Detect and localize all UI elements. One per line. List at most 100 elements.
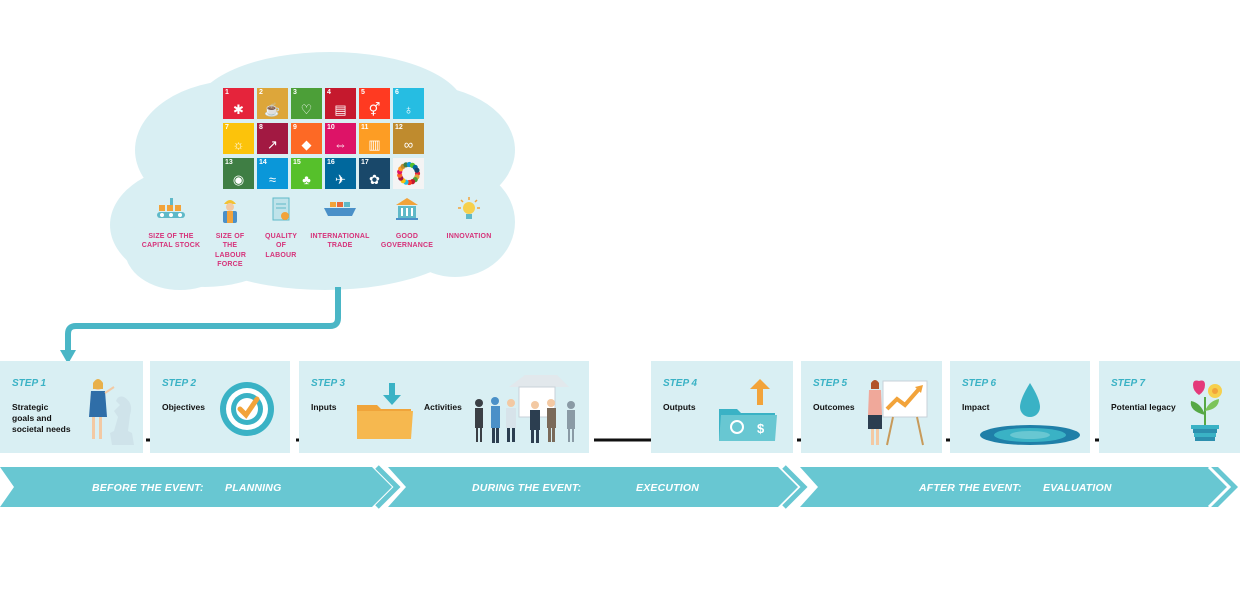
step-number: STEP 1 — [12, 378, 47, 389]
svg-text:$: $ — [757, 421, 765, 436]
sdg-tile-9: 9◆ — [291, 123, 322, 154]
sdg-tile-12: 12∞ — [393, 123, 424, 154]
factor-good-governance: GOOD GOVERNANCE — [370, 196, 444, 251]
plant-pot-icon — [1190, 380, 1222, 441]
sdg-tile-number: 1 — [225, 89, 229, 96]
step-title: Strategic goals and societal needs — [12, 402, 71, 434]
folder-upload-icon: $ — [719, 379, 777, 441]
step-number: STEP 6 — [962, 378, 997, 389]
step-title: Inputs — [311, 402, 337, 412]
businesswoman-chess-icon — [89, 379, 134, 445]
step-number: STEP 7 — [1111, 378, 1146, 389]
sdg-tile-icon: ✱ — [233, 102, 244, 117]
sdg-tile-icon: ✿ — [369, 172, 380, 187]
sdg-tile-5: 5⚥ — [359, 88, 390, 119]
sdg-wheel-tile — [393, 158, 424, 189]
sdg-tile-number: 17 — [361, 159, 369, 166]
sdg-tile-number: 13 — [225, 159, 233, 166]
phase-chevron-after — [800, 467, 1238, 507]
sdg-tile-icon: ⇔ — [334, 137, 347, 152]
sdg-tile-6: 6♁ — [393, 88, 424, 119]
factor-innovation: INNOVATION — [432, 196, 506, 241]
step-title: Impact — [962, 402, 990, 412]
sdg-tile-number: 2 — [259, 89, 263, 96]
step-title: Potential legacy — [1111, 402, 1176, 412]
sdg-tile-15: 15♣ — [291, 158, 322, 189]
presenter-chart-icon — [868, 380, 928, 446]
sdg-tile-icon: ≈ — [268, 172, 277, 187]
sdg-tile-13: 13 ◉ — [223, 158, 254, 189]
sdg-tile-icon: ☕ — [264, 102, 281, 117]
government-building-icon — [370, 196, 444, 226]
phase-before-label: BEFORE THE EVENT: — [92, 482, 204, 494]
step-4: STEP 4 Outputs $ — [651, 361, 793, 453]
phase-after-sub: EVALUATION — [1043, 482, 1112, 494]
sdg-tile-number: 15 — [293, 159, 301, 166]
factor-international-trade: INTERNATIONAL TRADE — [303, 196, 377, 251]
factor-label: GOOD GOVERNANCE — [380, 233, 434, 250]
phase-during-sub: EXECUTION — [636, 482, 700, 494]
step-1: STEP 1 Strategic goals and societal need… — [0, 361, 143, 453]
sdg-tile-17: 17✿ — [359, 158, 390, 189]
event-crowd-icon — [475, 375, 575, 443]
sdg-tile-2: 2☕ — [257, 88, 288, 119]
step-title: Outputs — [663, 402, 696, 412]
sdg-tile-number: 11 — [361, 124, 369, 131]
sdg-tile-number: 8 — [259, 124, 263, 131]
factor-labour-force: SIZE OF THE LABOUR FORCE — [193, 196, 267, 269]
certificate-icon — [244, 196, 318, 226]
sdg-tile-icon: ↗ — [267, 137, 278, 152]
sdg-tile-number: 6 — [395, 89, 399, 96]
sdg-tile-icon: ♡ — [300, 102, 313, 117]
folder-download-icon — [357, 383, 413, 439]
sdg-tile-number: 10 — [327, 124, 335, 131]
sdg-tile-icon: ♣ — [302, 172, 311, 187]
sdg-tile-icon: ☼ — [232, 137, 245, 152]
step-title: Objectives — [162, 402, 205, 412]
sdg-tile-icon: ✈ — [335, 172, 346, 187]
sdg-tile-4: 4▤ — [325, 88, 356, 119]
sdg-tile-icon: ◉ — [232, 172, 245, 187]
phase-before-sub: PLANNING — [225, 482, 282, 494]
sdg-tile-number: 5 — [361, 89, 365, 96]
step-number: STEP 2 — [162, 378, 197, 389]
sdg-tile-11: 11 ▥ — [359, 123, 390, 154]
sdg-grid: 1✱2☕3♡4▤5⚥6♁7☼8↗9◆10⇔11▥12∞13◉14≈15♣16✈1… — [223, 88, 425, 189]
cargo-ship-icon — [303, 196, 377, 226]
sdg-tile-number: 16 — [327, 159, 335, 166]
sdg-tile-icon: ▥ — [368, 137, 381, 152]
sdg-tile-14: 14≈ — [257, 158, 288, 189]
step-7: STEP 7 Potential legacy — [1099, 361, 1240, 453]
sdg-tile-10: 10 ⇔ — [325, 123, 356, 154]
step-3: STEP 3 Inputs Activities — [299, 361, 589, 453]
factor-quality-labour: QUALITY OF LABOUR — [244, 196, 318, 260]
sdg-tile-icon: ∞ — [403, 137, 414, 152]
phase-chevron-during — [388, 467, 798, 507]
sdg-tile-number: 14 — [259, 159, 267, 166]
sdg-tile-number: 9 — [293, 124, 297, 131]
step-number: STEP 4 — [663, 378, 698, 389]
sdg-tile-icon: ⚥ — [368, 102, 381, 117]
conveyor-icon — [134, 196, 208, 226]
sdg-tile-7: 7☼ — [223, 123, 254, 154]
lightbulb-icon — [432, 196, 506, 226]
sdg-tile-icon: ♁ — [403, 102, 414, 117]
factor-capital-stock: SIZE OF THE CAPITAL STOCK — [134, 196, 208, 251]
sdg-tile-number: 12 — [395, 124, 403, 131]
phase-chevron-before — [0, 467, 392, 507]
worker-icon — [193, 196, 267, 226]
sdg-tile-number: 3 — [293, 89, 297, 96]
factor-label: SIZE OF THE LABOUR FORCE — [215, 233, 247, 268]
sdg-tile-16: 16✈ — [325, 158, 356, 189]
phase-during-label: DURING THE EVENT: — [472, 482, 582, 494]
step-title: Outcomes — [813, 402, 855, 412]
step-6: STEP 6 Impact — [950, 361, 1090, 453]
water-drop-icon — [980, 383, 1080, 445]
sdg-tile-icon: ▤ — [334, 102, 347, 117]
target-icon — [220, 382, 274, 436]
sdg-tile-3: 3♡ — [291, 88, 322, 119]
step-2: STEP 2 Objectives — [150, 361, 290, 453]
phase-after-label: AFTER THE EVENT: — [919, 482, 1022, 494]
sdg-tile-8: 8↗ — [257, 123, 288, 154]
